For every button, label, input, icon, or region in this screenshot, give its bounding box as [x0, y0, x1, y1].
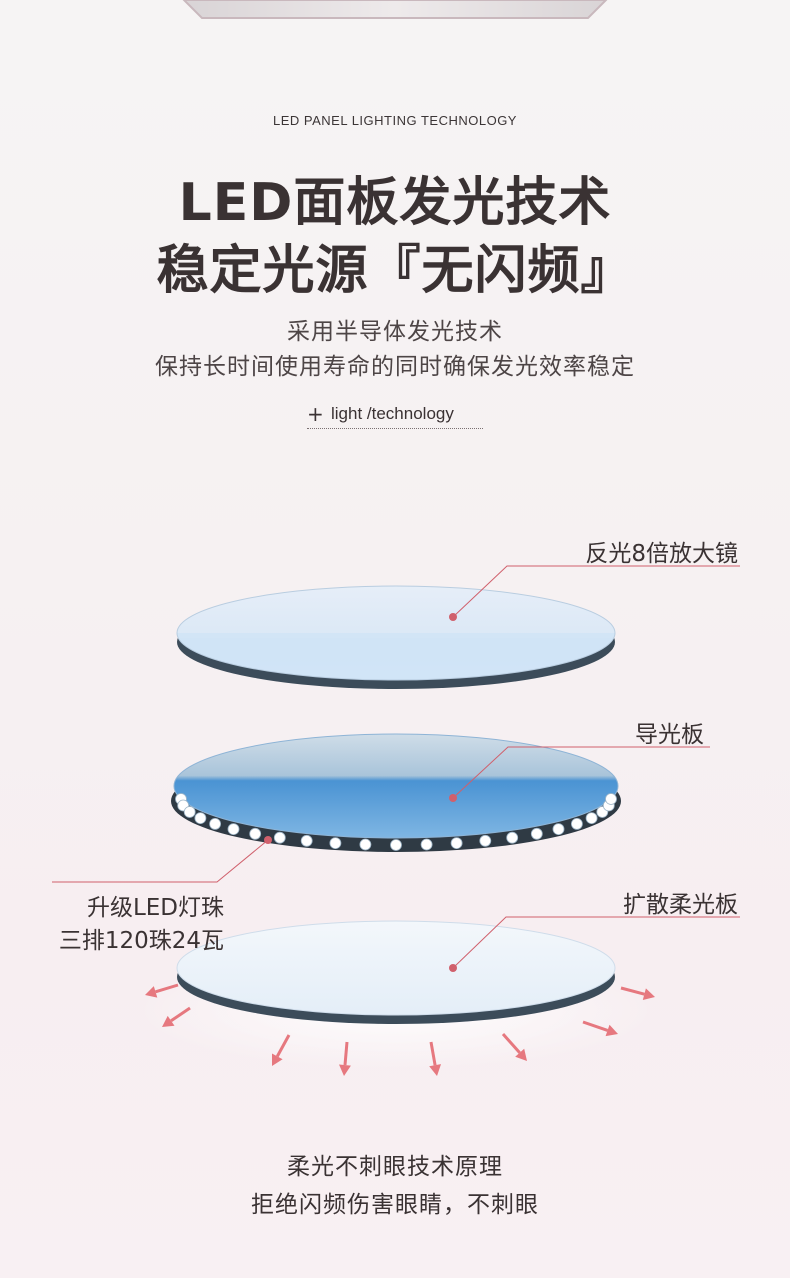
emission-arrow-shaft: [343, 1041, 349, 1066]
led-bead: [479, 834, 492, 847]
light-guide-layer: [171, 733, 621, 852]
emission-arrow-shaft: [275, 1034, 291, 1058]
emission-arrow-icon: [605, 1024, 618, 1037]
reflector-lens-layer: [176, 585, 616, 689]
emission-arrows: [145, 983, 655, 1076]
footer-line1: 柔光不刺眼技术原理: [287, 1154, 503, 1180]
led-bead: [183, 806, 196, 818]
tech-tag: + light /technology: [307, 402, 483, 429]
tech-tag-label: light /technology: [331, 404, 454, 423]
led-bead: [571, 818, 583, 830]
plus-icon: +: [307, 402, 324, 426]
layer-label-led-line1: 升级LED灯珠: [86, 895, 224, 921]
emission-arrow-icon: [339, 1064, 351, 1076]
led-bead: [227, 823, 240, 835]
led-bead: [300, 834, 313, 847]
led-bead-ring: [175, 793, 617, 851]
led-bead: [329, 837, 342, 849]
led-bead: [390, 839, 402, 851]
led-bead: [506, 831, 519, 844]
subtitle-line2: 保持长时间使用寿命的同时确保发光效率稳定: [155, 354, 635, 380]
emission-arrow-shaft: [429, 1041, 437, 1066]
led-bead: [420, 838, 433, 851]
led-bead: [194, 812, 207, 824]
led-bead: [249, 827, 262, 840]
emission-arrow-shaft: [501, 1033, 521, 1054]
layer-label-led-line2: 三排120珠24瓦: [58, 928, 224, 954]
led-bead: [605, 793, 617, 805]
callout-dots: [264, 613, 457, 972]
emission-arrow-shaft: [170, 1006, 191, 1023]
led-bead: [209, 818, 222, 830]
emission-arrow-icon: [429, 1064, 441, 1076]
layer-diagram: [52, 565, 740, 1076]
top-panel-edge: [182, 0, 608, 19]
emission-arrow-icon: [162, 1015, 175, 1027]
led-bead: [273, 831, 286, 844]
emission-arrow-icon: [272, 1053, 283, 1066]
layer-label-light-guide: 导光板: [635, 722, 704, 748]
layer-label-diffuser: 扩散柔光板: [623, 892, 738, 918]
subtitle-line1: 采用半导体发光技术: [287, 319, 503, 345]
led-bead: [359, 838, 372, 851]
eyebrow-text: LED PANEL LIGHTING TECHNOLOGY: [273, 113, 517, 128]
emission-arrow-shaft: [582, 1020, 609, 1032]
led-bead: [530, 827, 543, 840]
emission-arrow-icon: [642, 988, 655, 1000]
led-bead: [585, 812, 598, 824]
emission-arrow-shaft: [155, 983, 179, 994]
callout-lines: [52, 565, 740, 969]
led-bead: [552, 823, 565, 835]
led-bead: [450, 837, 463, 849]
layer-label-reflector: 反光8倍放大镜: [585, 541, 738, 567]
diffuser-layer: [136, 920, 656, 1070]
emission-arrow-shaft: [620, 986, 645, 996]
page-title-line1: LED面板发光技术: [178, 173, 612, 233]
emission-arrow-icon: [515, 1048, 527, 1061]
page-title-line2: 稳定光源『无闪频』: [156, 241, 634, 301]
emission-arrow-icon: [145, 986, 158, 998]
footer-line2: 拒绝闪频伤害眼睛，不刺眼: [251, 1192, 539, 1218]
